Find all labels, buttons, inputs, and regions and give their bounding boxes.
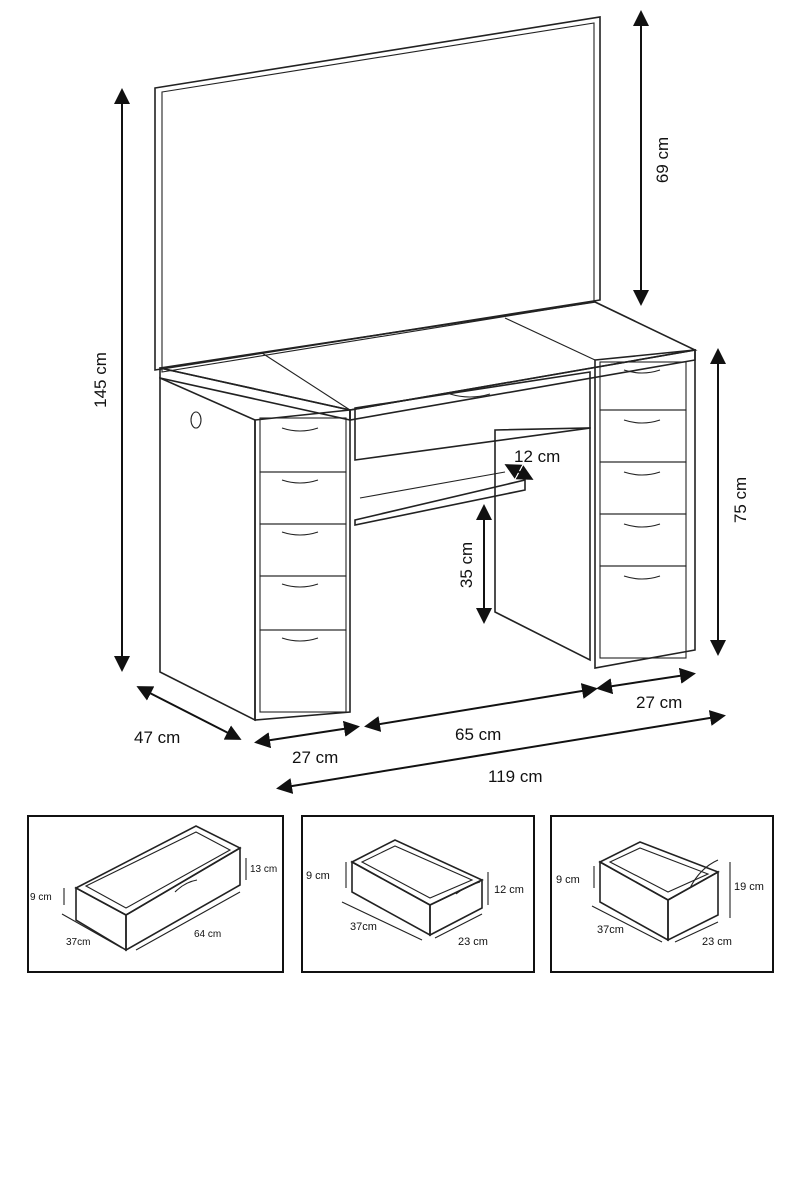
dimension-arrows [114,10,726,794]
p1-depth: 37cm [66,937,90,948]
label-total-width: 119 cm [488,767,543,786]
p1-width: 64 cm [194,929,221,940]
detail-panel-1: 9 cm 13 cm 37cm 64 cm [27,815,284,973]
label-left-width: 27 cm [292,748,338,767]
mirror [154,16,601,373]
p3-front-height: 19 cm [734,881,764,893]
detail-panel-2: 9 cm 12 cm 37cm 23 cm [301,815,535,973]
label-right-width: 27 cm [636,693,682,712]
label-desk-height: 75 cm [731,477,750,523]
label-total-height: 145 cm [91,352,110,408]
p2-front-height: 12 cm [494,884,524,896]
label-middle-width: 65 cm [455,725,501,744]
p1-side-height: 9 cm [30,892,52,903]
p2-width: 23 cm [458,936,488,948]
p1-front-height: 13 cm [250,864,277,875]
p3-depth: 37cm [597,924,624,936]
p3-width: 23 cm [702,936,732,948]
middle-section [354,371,591,662]
p2-depth: 37cm [350,921,377,933]
desk-top [159,301,698,421]
detail-panel-3: 9 cm 19 cm 37cm 23 cm [550,815,774,973]
right-cabinet [594,349,696,669]
label-depth: 47 cm [134,728,180,747]
left-cabinet [159,376,351,722]
label-knee-height: 35 cm [457,542,476,588]
p3-side-height: 9 cm [556,874,580,886]
p2-side-height: 9 cm [306,870,330,882]
label-shelf-depth: 12 cm [514,447,560,466]
label-mirror-height: 69 cm [653,137,672,183]
